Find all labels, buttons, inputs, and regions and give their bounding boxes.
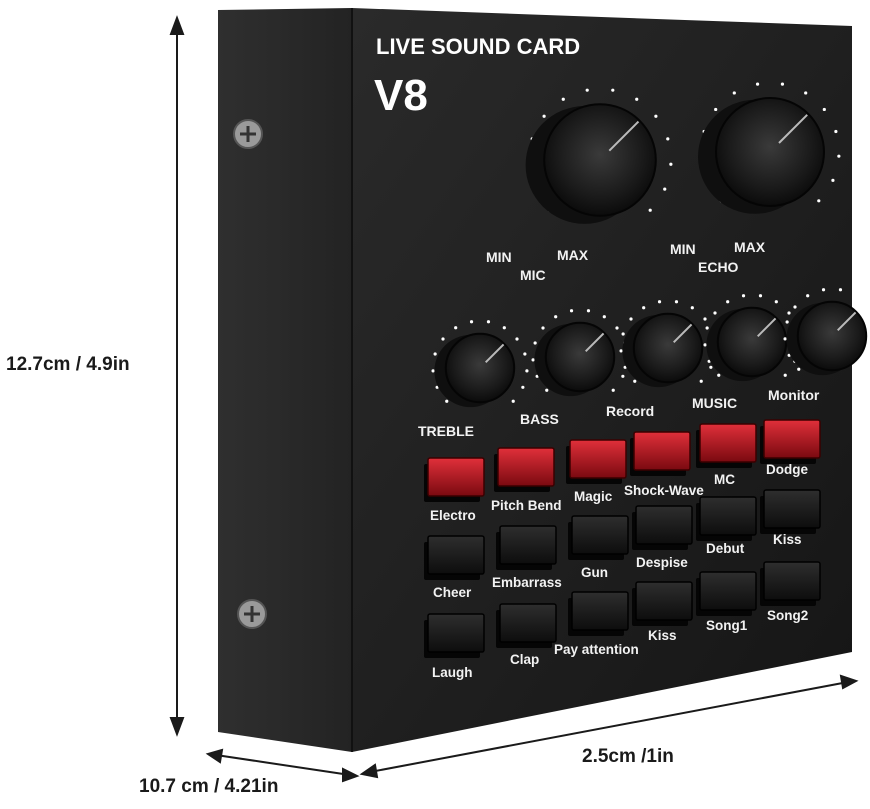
bass-knob[interactable] [531,309,629,397]
width-dimension-arrow [205,748,360,783]
effect-button-red-6[interactable] [760,419,821,464]
btn-label-pitch-bend: Pitch Bend [491,498,562,513]
mic-volume-knob[interactable] [525,88,673,224]
echo-volume-knob[interactable] [698,82,841,214]
btn-label-kiss-1: Kiss [773,532,802,547]
effect-button-row2-2[interactable] [496,525,557,570]
screw-bottom [237,599,267,629]
small-knob-group [431,288,870,408]
record-knob[interactable] [619,300,717,388]
knob-label-monitor: Monitor [768,387,820,403]
btn-label-shock-wave: Shock-Wave [624,483,704,498]
effect-button-red-2[interactable] [494,447,555,492]
btn-label-despise: Despise [636,555,688,570]
effect-button-red-3[interactable] [566,439,627,484]
effect-button-row3-1[interactable] [424,613,485,658]
big-knob-group [525,82,841,224]
btn-label-cheer: Cheer [433,585,472,600]
effect-button-row2-3[interactable] [568,515,629,560]
btn-label-pay-attention: Pay attention [554,642,639,657]
effect-button-row2-4[interactable] [632,505,693,550]
depth-label: 2.5cm /1in [582,746,674,767]
model-label: V8 [374,71,428,120]
effect-button-row3-5[interactable] [696,571,757,616]
effect-button-red-4[interactable] [630,431,691,476]
mic-label: MIC [520,267,546,283]
monitor-knob[interactable] [783,288,870,376]
effect-button-grid [424,419,821,658]
effect-button-red-5[interactable] [696,423,757,468]
btn-label-song1: Song1 [706,618,748,633]
effect-button-row2-6[interactable] [760,489,821,534]
btn-label-embarrass: Embarrass [492,575,562,590]
knob-label-music: MUSIC [692,395,737,411]
btn-label-gun: Gun [581,565,608,580]
knob-label-bass: BASS [520,411,559,427]
echo-max-label: MAX [734,239,766,255]
effect-button-row2-1[interactable] [424,535,485,580]
effect-button-row3-3[interactable] [568,591,629,636]
btn-label-debut: Debut [706,541,745,556]
screw-top [233,119,263,149]
btn-label-clap: Clap [510,652,539,667]
echo-label: ECHO [698,259,739,275]
effect-button-row3-4[interactable] [632,581,693,626]
btn-label-kiss-2: Kiss [648,628,677,643]
knob-label-record: Record [606,403,654,419]
btn-label-song2: Song2 [767,608,808,623]
btn-label-dodge: Dodge [766,462,808,477]
btn-label-laugh: Laugh [432,665,473,680]
echo-min-label: MIN [670,241,696,257]
depth-dimension-arrow [359,674,859,779]
width-label: 10.7 cm / 4.21in [139,776,279,797]
device-side-face [218,8,352,752]
btn-label-magic: Magic [574,489,613,504]
effect-button-red-1[interactable] [424,457,485,502]
brand-label: LIVE SOUND CARD [376,34,580,59]
btn-label-mc: MC [714,472,735,487]
effect-button-row3-2[interactable] [496,603,557,648]
height-dimension-arrow [169,15,185,737]
btn-label-electro: Electro [430,508,476,523]
effect-button-row3-6[interactable] [760,561,821,606]
mic-min-label: MIN [486,249,512,265]
treble-knob[interactable] [431,320,529,408]
mic-max-label: MAX [557,247,589,263]
height-label: 12.7cm / 4.9in [6,354,130,375]
knob-label-treble: TREBLE [418,423,474,439]
effect-button-row2-5[interactable] [696,496,757,541]
